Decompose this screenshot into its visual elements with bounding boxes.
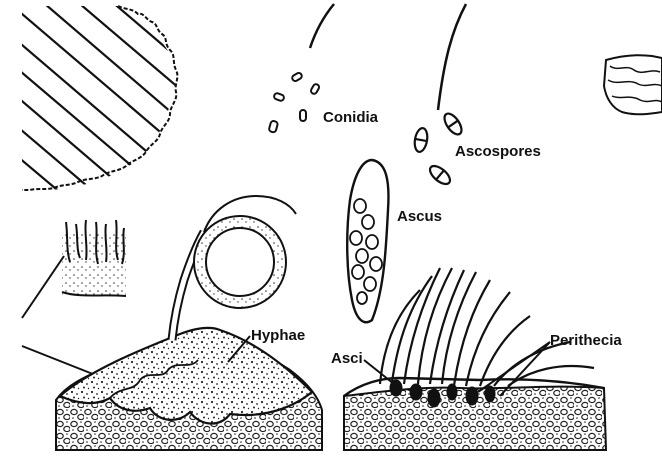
ascus-label: Ascus (397, 209, 442, 224)
perithecia-label: Perithecia (550, 333, 622, 348)
perithecia-section (344, 268, 606, 450)
mycelium-tuft (62, 220, 126, 296)
hyphae-label: Hyphae (251, 328, 305, 343)
conidiophore-line (310, 4, 334, 48)
ascospores-label: Ascospores (455, 144, 541, 159)
ascus-sac (347, 160, 388, 322)
asci-label: Asci (331, 351, 363, 366)
leaf-section-hatched (0, 0, 280, 240)
conidia-label: Conidia (323, 110, 378, 125)
leader-line-upper (22, 256, 64, 318)
ascus-discharge-line (438, 4, 466, 110)
conidia-spores (269, 72, 321, 133)
leaf-fragment-right (604, 55, 662, 114)
